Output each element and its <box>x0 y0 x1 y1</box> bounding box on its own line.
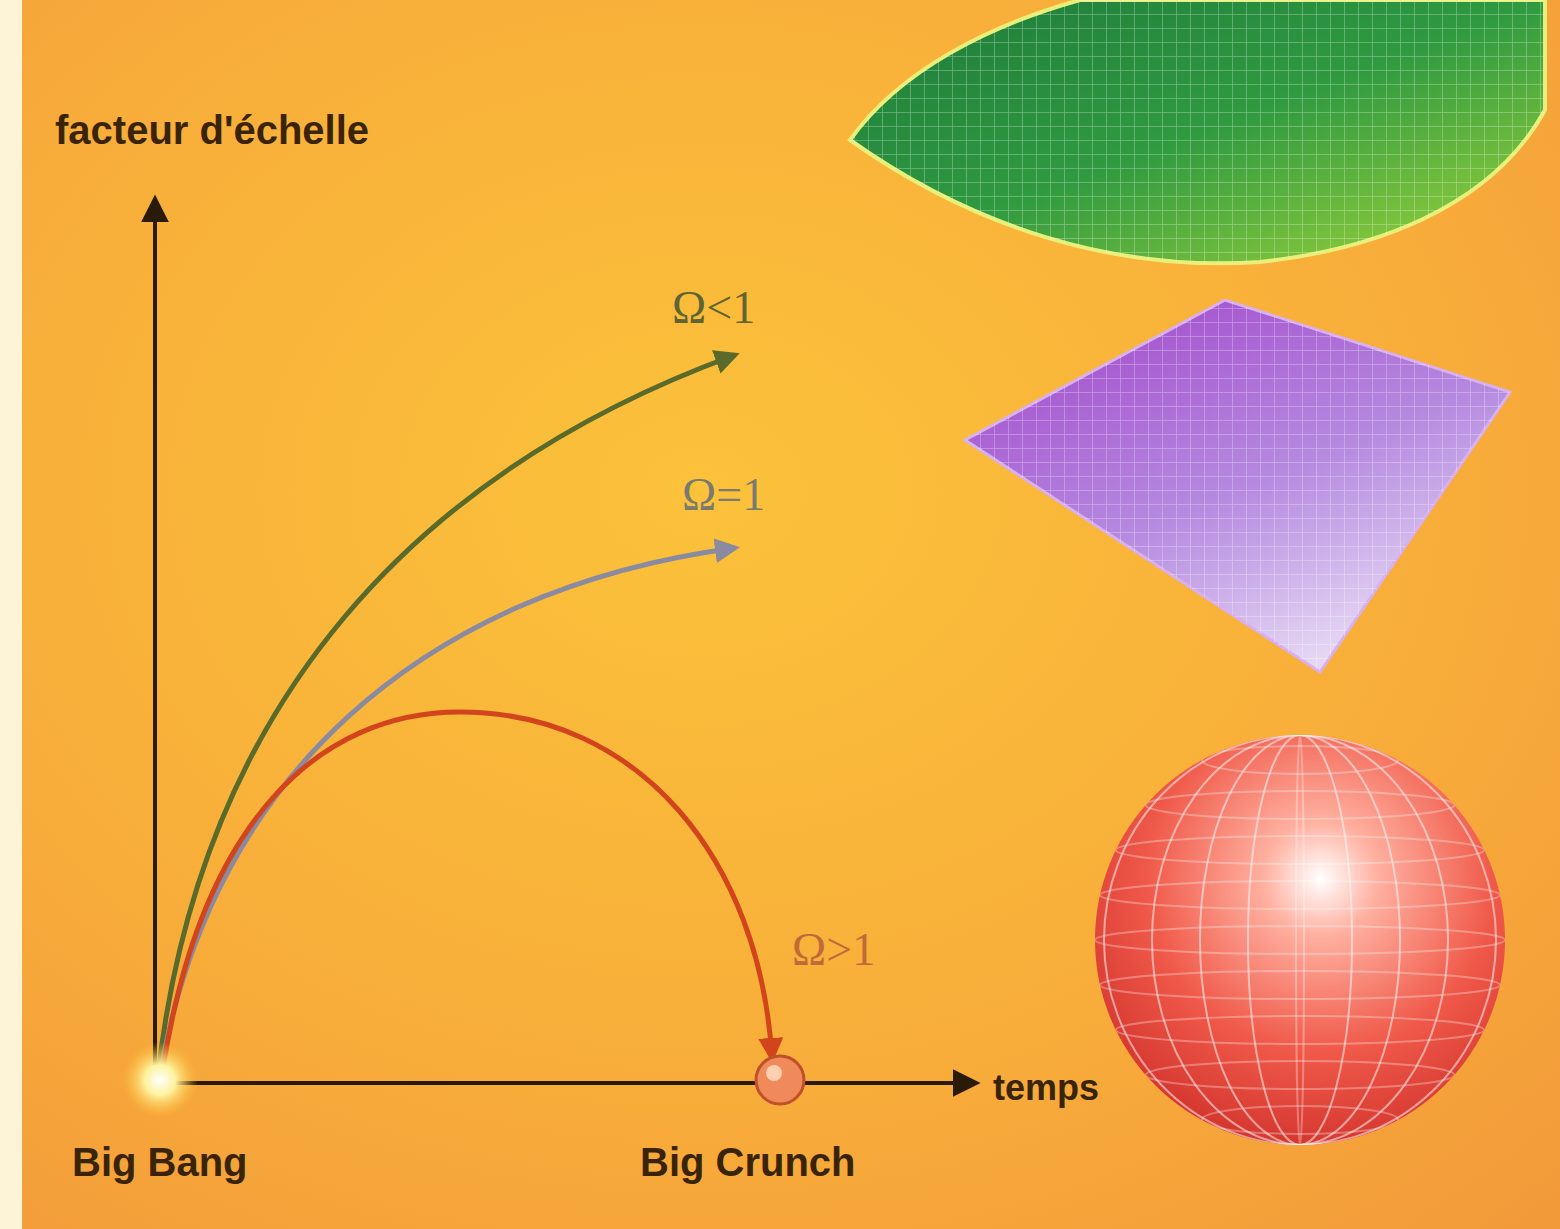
latitude-line <box>1095 926 1505 954</box>
latitude-line <box>1100 971 1500 999</box>
longitude-line <box>1248 735 1352 1145</box>
latitude-line <box>1100 881 1500 909</box>
longitude-line <box>1200 735 1400 1145</box>
left-margin <box>0 0 22 1229</box>
open-curve <box>158 355 735 1075</box>
big-crunch-highlight <box>766 1065 782 1081</box>
longitude-line <box>1152 735 1448 1145</box>
latitude-line <box>1202 746 1398 774</box>
axis-title: facteur d'échelle <box>55 108 369 152</box>
longitude-line <box>1104 735 1496 1145</box>
longitude-line <box>1248 735 1352 1145</box>
y-axis <box>153 200 157 1085</box>
flat-plane <box>965 300 1510 672</box>
saddle-surface <box>850 0 1545 263</box>
event-label: Big Bang <box>72 1140 248 1184</box>
latitude-line <box>1146 791 1455 819</box>
curve-label: Ω=1 <box>682 470 765 521</box>
x-axis <box>150 1081 975 1085</box>
curve-label: Ω>1 <box>792 925 875 976</box>
longitude-line <box>1152 735 1448 1145</box>
axis-title: temps <box>993 1068 1099 1108</box>
big-crunch-sphere <box>756 1056 804 1104</box>
longitude-line <box>1296 735 1304 1145</box>
latitude-line <box>1202 1106 1398 1134</box>
latitude-line <box>1146 1061 1455 1089</box>
big-bang-glow <box>122 1042 198 1118</box>
closed-curve <box>162 712 772 1075</box>
curve-label: Ω<1 <box>672 283 755 334</box>
event-label: Big Crunch <box>640 1140 856 1184</box>
flat-curve <box>160 548 735 1075</box>
longitude-line <box>1200 735 1400 1145</box>
longitude-line <box>1104 735 1496 1145</box>
closed-sphere <box>1095 735 1505 1145</box>
